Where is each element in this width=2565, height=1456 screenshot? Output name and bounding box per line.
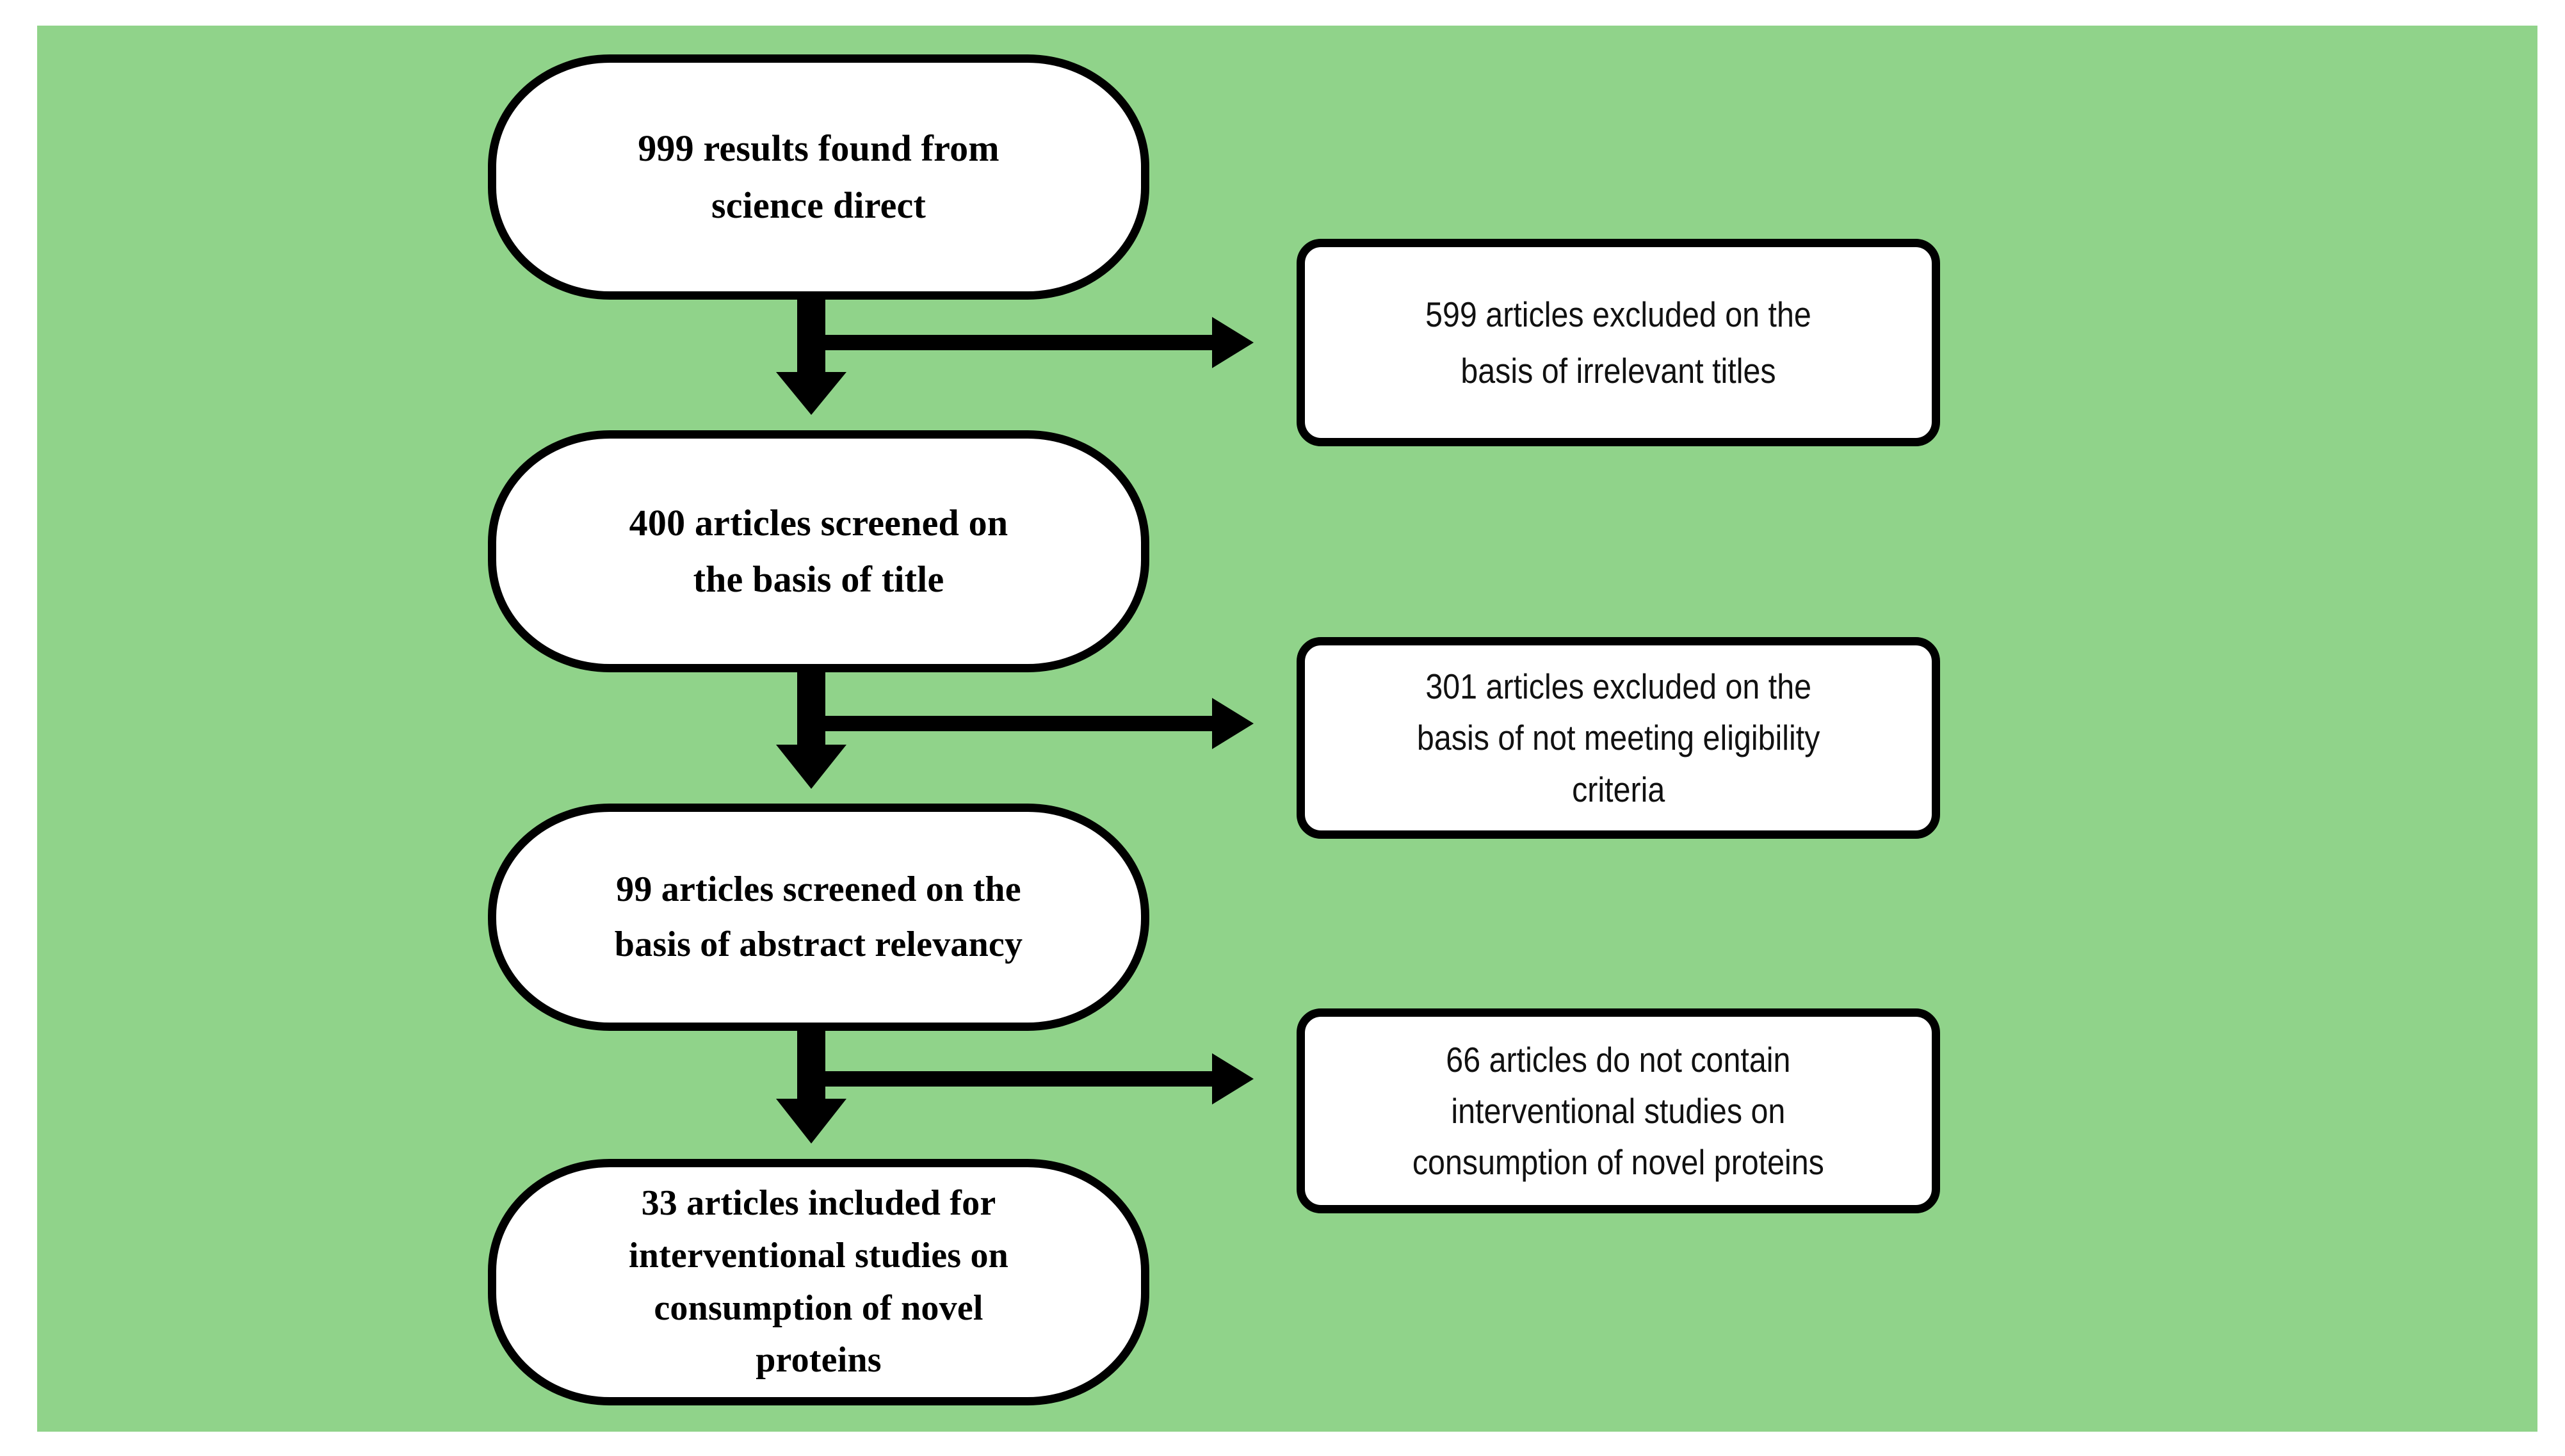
stage-node-abstract-label: 99 articles screened on the basis of abs… bbox=[614, 870, 1023, 964]
connector-abstract-to-studies-right-arrow bbox=[825, 1053, 1254, 1104]
connector-found-to-titles-right-arrow bbox=[825, 317, 1254, 368]
down-arrow-icon bbox=[776, 672, 846, 789]
connector-title-to-eligibility-right-arrow bbox=[825, 698, 1254, 749]
right-arrow-icon bbox=[825, 698, 1254, 749]
exclusion-node-eligibility: 301 articles excluded on the basis of no… bbox=[1297, 637, 1940, 839]
connector-title-to-abstract-down-arrow bbox=[776, 672, 846, 789]
right-arrow-icon bbox=[825, 317, 1254, 368]
exclusion-node-eligibility-label: 301 articles excluded on the basis of no… bbox=[1416, 667, 1820, 809]
connector-abstract-to-included-down-arrow bbox=[776, 1031, 846, 1144]
exclusion-node-titles: 599 articles excluded on the basis of ir… bbox=[1297, 239, 1940, 446]
green-background-panel bbox=[37, 26, 2537, 1432]
right-arrow-icon bbox=[825, 1053, 1254, 1104]
exclusion-node-studies: 66 articles do not contain interventiona… bbox=[1297, 1008, 1940, 1213]
down-arrow-icon bbox=[776, 300, 846, 415]
stage-node-found-label: 999 results found from science direct bbox=[638, 127, 999, 226]
exclusion-node-studies-label: 66 articles do not contain interventiona… bbox=[1412, 1039, 1825, 1183]
stage-node-included-label: 33 articles included for interventional … bbox=[628, 1183, 1009, 1380]
exclusion-node-titles-label: 599 articles excluded on the basis of ir… bbox=[1425, 295, 1811, 391]
stage-node-title-label: 400 articles screened on the basis of ti… bbox=[629, 501, 1008, 600]
connector-found-to-title-down-arrow bbox=[776, 300, 846, 415]
stage-node-included: 33 articles included for interventional … bbox=[488, 1159, 1149, 1405]
stage-node-abstract: 99 articles screened on the basis of abs… bbox=[488, 804, 1149, 1031]
stage-node-title: 400 articles screened on the basis of ti… bbox=[488, 430, 1149, 672]
down-arrow-icon bbox=[776, 1031, 846, 1144]
